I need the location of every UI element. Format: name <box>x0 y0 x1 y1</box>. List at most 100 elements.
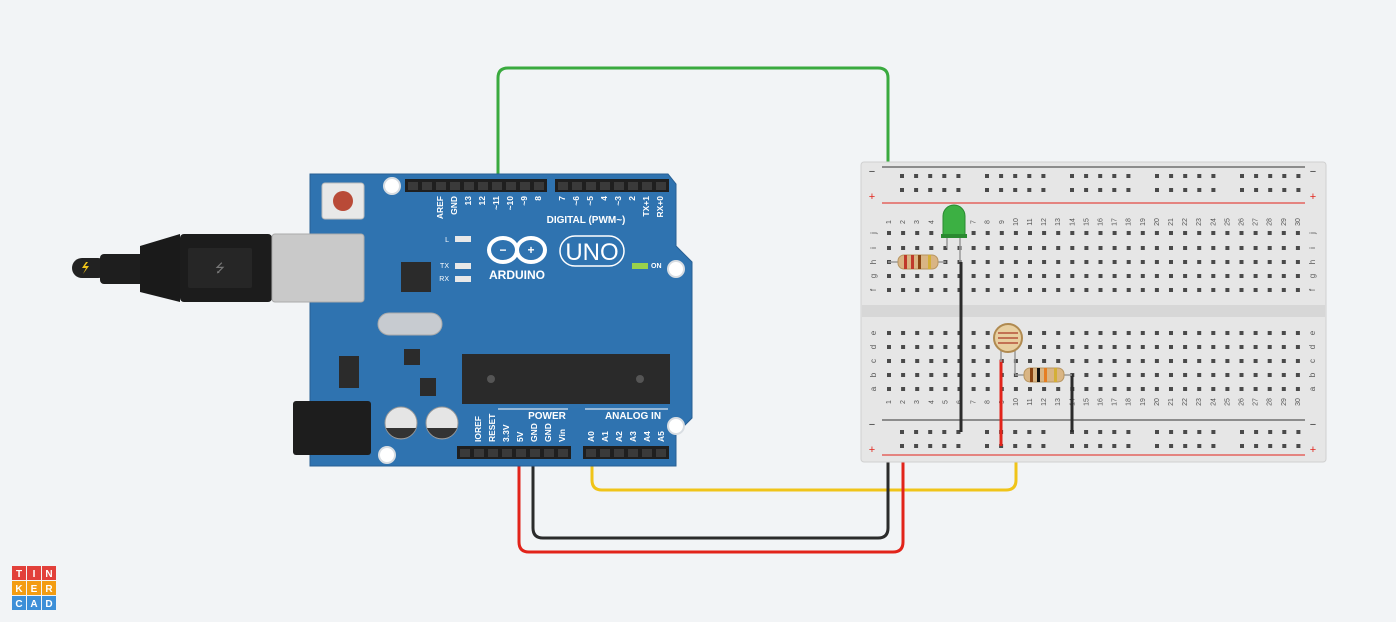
breadboard-hole[interactable] <box>1042 359 1047 363</box>
breadboard-hole[interactable] <box>985 260 990 264</box>
rail-hole[interactable] <box>942 444 947 448</box>
rail-hole[interactable] <box>900 444 904 448</box>
rail-hole[interactable] <box>1296 188 1301 192</box>
breadboard-hole[interactable] <box>915 373 920 377</box>
breadboard-hole[interactable] <box>1169 260 1173 264</box>
rail-hole[interactable] <box>1169 444 1174 448</box>
breadboard-hole[interactable] <box>985 359 990 363</box>
breadboard-hole[interactable] <box>887 274 891 278</box>
breadboard-hole[interactable] <box>1169 274 1173 278</box>
breadboard-hole[interactable] <box>929 288 934 292</box>
rail-hole[interactable] <box>1084 430 1089 434</box>
breadboard-hole[interactable] <box>1211 331 1216 335</box>
breadboard-hole[interactable] <box>1295 359 1300 363</box>
rail-hole[interactable] <box>1211 430 1216 434</box>
breadboard-hole[interactable] <box>1253 260 1258 264</box>
wire-green-pin11[interactable] <box>496 66 890 232</box>
rail-hole[interactable] <box>985 174 989 178</box>
breadboard-hole[interactable] <box>1281 373 1286 377</box>
rail-hole[interactable] <box>1126 430 1131 434</box>
rail-hole[interactable] <box>985 444 989 448</box>
rail-hole[interactable] <box>1084 188 1089 192</box>
breadboard-hole[interactable] <box>1239 274 1244 278</box>
rail-hole[interactable] <box>1268 444 1273 448</box>
breadboard-hole[interactable] <box>1070 345 1075 349</box>
breadboard-hole[interactable] <box>1126 288 1131 292</box>
breadboard-hole[interactable] <box>1126 359 1131 363</box>
rail-hole[interactable] <box>1296 444 1301 448</box>
rail-hole[interactable] <box>1282 444 1287 448</box>
breadboard-hole[interactable] <box>1140 387 1145 391</box>
breadboard-hole[interactable] <box>971 246 976 250</box>
rail-hole[interactable] <box>1041 188 1046 192</box>
breadboard-hole[interactable] <box>1225 373 1230 377</box>
breadboard-hole[interactable] <box>1126 246 1131 250</box>
usb-cable[interactable]: ⭍ <box>72 234 272 302</box>
rail-hole[interactable] <box>999 174 1004 178</box>
breadboard-hole[interactable] <box>1084 246 1089 250</box>
breadboard-hole[interactable] <box>1197 359 1202 363</box>
breadboard-hole[interactable] <box>1267 274 1272 278</box>
breadboard-hole[interactable] <box>1239 359 1244 363</box>
breadboard-hole[interactable] <box>1098 288 1103 292</box>
breadboard-hole[interactable] <box>1267 288 1272 292</box>
breadboard-hole[interactable] <box>1169 359 1173 363</box>
breadboard-hole[interactable] <box>1183 331 1188 335</box>
breadboard-hole[interactable] <box>1098 231 1103 235</box>
breadboard-hole[interactable] <box>901 387 906 391</box>
breadboard-hole[interactable] <box>1098 246 1103 250</box>
breadboard-hole[interactable] <box>1042 231 1047 235</box>
breadboard-hole[interactable] <box>1013 387 1018 391</box>
breadboard-hole[interactable] <box>1098 345 1103 349</box>
breadboard-hole[interactable] <box>1197 373 1202 377</box>
breadboard-hole[interactable] <box>1211 387 1216 391</box>
breadboard-hole[interactable] <box>1267 345 1272 349</box>
breadboard-hole[interactable] <box>1183 231 1188 235</box>
rail-hole[interactable] <box>956 174 961 178</box>
breadboard-hole[interactable] <box>1239 373 1244 377</box>
breadboard-hole[interactable] <box>1225 246 1230 250</box>
breadboard-hole[interactable] <box>971 387 976 391</box>
breadboard-hole[interactable] <box>1295 274 1300 278</box>
breadboard-hole[interactable] <box>985 231 990 235</box>
rail-hole[interactable] <box>1197 444 1202 448</box>
digital-pin-socket[interactable] <box>422 182 432 190</box>
breadboard-hole[interactable] <box>1042 260 1047 264</box>
rail-hole[interactable] <box>928 430 933 434</box>
resistor-led[interactable] <box>888 254 946 270</box>
breadboard-hole[interactable] <box>1197 246 1202 250</box>
rail-hole[interactable] <box>1070 188 1074 192</box>
breadboard-hole[interactable] <box>1295 331 1300 335</box>
breadboard-hole[interactable] <box>1211 260 1216 264</box>
breadboard-hole[interactable] <box>971 288 976 292</box>
breadboard-hole[interactable] <box>915 246 920 250</box>
arduino-uno-board[interactable]: − + ARDUINO UNO L TX RX ON DIGITAL (PWM~… <box>271 173 693 467</box>
breadboard-hole[interactable] <box>1295 260 1300 264</box>
rail-hole[interactable] <box>1296 174 1301 178</box>
breadboard-hole[interactable] <box>1225 260 1230 264</box>
analog-pin-socket[interactable] <box>586 449 596 457</box>
digital-pin-socket[interactable] <box>600 182 610 190</box>
rail-hole[interactable] <box>1027 444 1032 448</box>
wire-black-gnd[interactable] <box>531 432 890 540</box>
breadboard-hole[interactable] <box>1056 331 1061 335</box>
breadboard-hole[interactable] <box>1154 288 1159 292</box>
breadboard-hole[interactable] <box>1098 331 1103 335</box>
rail-hole[interactable] <box>928 174 933 178</box>
breadboard-hole[interactable] <box>915 288 920 292</box>
breadboard-hole[interactable] <box>1056 359 1061 363</box>
breadboard-hole[interactable] <box>943 359 948 363</box>
breadboard-hole[interactable] <box>1070 331 1075 335</box>
breadboard-hole[interactable] <box>1140 331 1145 335</box>
breadboard-hole[interactable] <box>1197 288 1202 292</box>
breadboard-hole[interactable] <box>929 246 934 250</box>
breadboard-hole[interactable] <box>901 359 906 363</box>
breadboard-hole[interactable] <box>929 331 934 335</box>
breadboard-hole[interactable] <box>1070 260 1075 264</box>
breadboard-hole[interactable] <box>887 359 891 363</box>
rail-hole[interactable] <box>1155 444 1159 448</box>
rail-hole[interactable] <box>1155 174 1159 178</box>
rail-hole[interactable] <box>1183 188 1188 192</box>
breadboard-hole[interactable] <box>1140 231 1145 235</box>
breadboard[interactable]: −−++−−++ 1122334455667788991010111112121… <box>860 161 1327 463</box>
